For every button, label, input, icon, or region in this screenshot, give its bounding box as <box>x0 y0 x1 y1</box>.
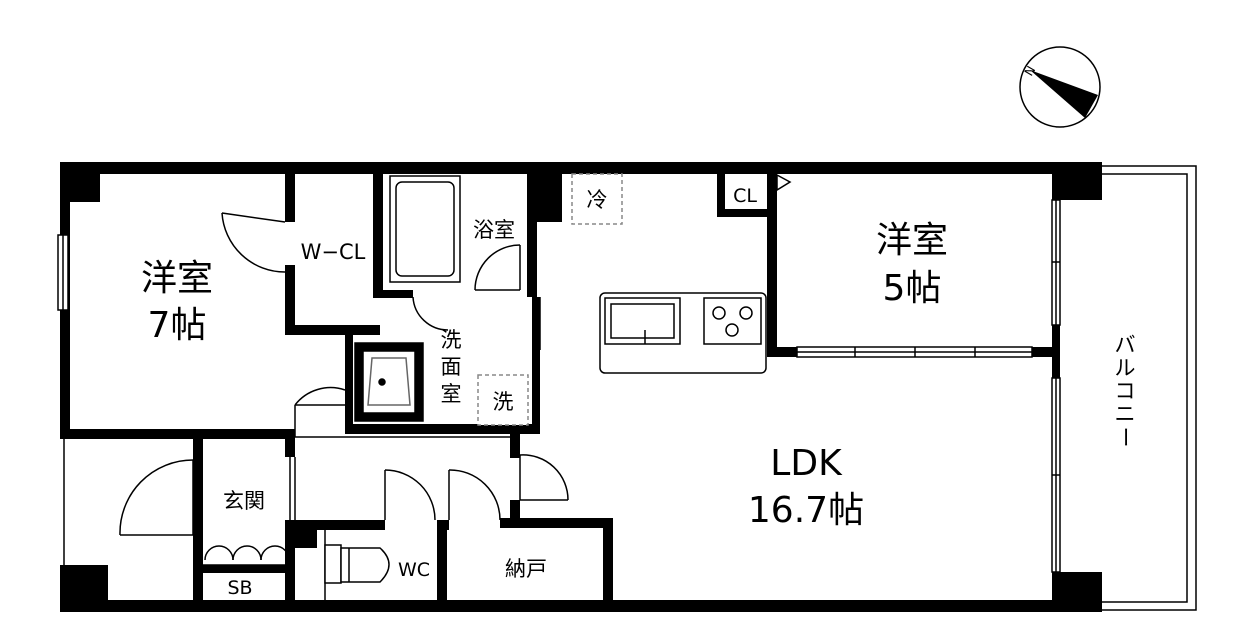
doors <box>119 173 792 561</box>
room-bathroom: 浴室 <box>473 218 515 242</box>
balcony-char-5: ー <box>1113 427 1137 448</box>
washer-space: 洗 <box>477 374 529 426</box>
room-western-5-size: 5帖 <box>883 268 942 309</box>
interior-walls <box>60 162 1060 612</box>
bathtub <box>389 175 461 283</box>
wash-basin <box>354 342 424 422</box>
room-ldk-size: 16.7帖 <box>748 490 864 531</box>
room-walk-in-closet: W−CL <box>301 240 366 264</box>
windows <box>57 199 1061 573</box>
fridge-space: 冷 <box>571 173 623 225</box>
balcony-char-4: ニ <box>1115 402 1136 426</box>
room-washroom-line2: 面 <box>441 355 462 379</box>
room-western-5-name: 洋室 <box>876 220 948 261</box>
room-entrance: 玄関 <box>223 489 265 513</box>
room-closet: CL <box>733 185 757 207</box>
balcony-char-1: バ <box>1115 333 1136 357</box>
kitchen-counter <box>599 292 767 374</box>
washer-label: 洗 <box>493 390 514 414</box>
room-ldk-name: LDK <box>770 443 843 484</box>
balcony-outline <box>1100 165 1197 611</box>
room-western-7-size: 7帖 <box>148 305 207 346</box>
room-western-7-name: 洋室 <box>141 258 213 299</box>
room-toilet: WC <box>398 559 430 581</box>
compass: N <box>1019 46 1101 128</box>
room-storage: 納戸 <box>505 557 547 581</box>
compass-needle-icon <box>1030 70 1098 118</box>
balcony-char-3: コ <box>1115 379 1136 403</box>
balcony-char-2: ル <box>1115 356 1136 380</box>
toilet-fixture <box>324 544 390 584</box>
room-washroom-line1: 洗 <box>441 328 462 352</box>
room-washroom-line3: 室 <box>441 382 462 406</box>
room-shoe-box: SB <box>227 577 252 599</box>
fridge-label: 冷 <box>587 188 608 212</box>
balcony-label: バ ル コ ニ ー <box>1113 333 1137 448</box>
